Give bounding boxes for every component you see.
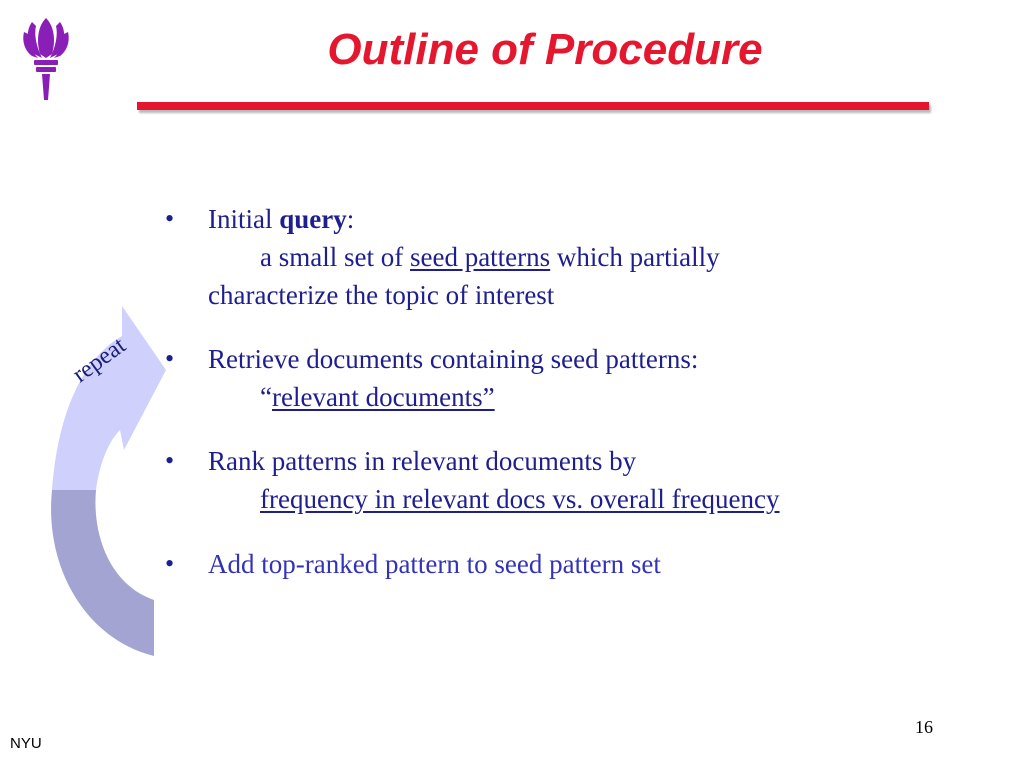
frequency-term: frequency in relevant docs vs. overall f… bbox=[260, 484, 780, 514]
bullet-line: Rank patterns in relevant documents by bbox=[208, 442, 965, 480]
bullet-text: “ bbox=[260, 382, 272, 412]
bullet-text: Rank patterns in relevant documents by bbox=[208, 446, 637, 476]
bullet-line: “relevant documents” bbox=[208, 378, 965, 416]
bullet-dot-icon: • bbox=[165, 549, 175, 578]
bullet-dot-icon: • bbox=[165, 204, 175, 233]
page-number: 16 bbox=[915, 717, 933, 737]
bullet-dot-icon: • bbox=[165, 446, 175, 475]
bullet-text: Initial bbox=[208, 204, 280, 234]
footer-org: NYU bbox=[10, 735, 42, 752]
bullet-line: Initial query: bbox=[208, 200, 965, 238]
bullet-initial-query: • Initial query: a small set of seed pat… bbox=[165, 200, 965, 314]
bullet-text: : bbox=[346, 204, 355, 234]
repeat-arrow-lower-band bbox=[51, 490, 154, 656]
bullet-line: Retrieve documents containing seed patte… bbox=[208, 340, 965, 378]
bullet-line: characterize the topic of interest bbox=[208, 276, 965, 314]
bullet-text: Retrieve documents containing seed patte… bbox=[208, 344, 699, 374]
bullet-add-pattern: • Add top-ranked pattern to seed pattern… bbox=[165, 545, 965, 583]
seed-patterns-term: seed patterns bbox=[409, 242, 551, 272]
page-title: Outline of Procedure bbox=[327, 25, 763, 74]
bullet-text: which partially bbox=[550, 242, 720, 272]
bullet-list: • Initial query: a small set of seed pat… bbox=[165, 200, 965, 583]
repeat-arrow-upper-band bbox=[52, 306, 166, 490]
bullet-text: characterize the topic of interest bbox=[208, 280, 555, 310]
bullet-line: Add top-ranked pattern to seed pattern s… bbox=[208, 545, 965, 583]
bullet-line: a small set of seed patterns which parti… bbox=[208, 238, 965, 276]
relevant-documents-term: relevant documents” bbox=[271, 382, 495, 412]
repeat-arrow-icon bbox=[51, 306, 166, 656]
query-term: query bbox=[279, 204, 347, 234]
bullet-retrieve-documents: • Retrieve documents containing seed pat… bbox=[165, 340, 965, 416]
bullet-line: frequency in relevant docs vs. overall f… bbox=[208, 480, 965, 518]
bullet-text: a small set of bbox=[260, 242, 410, 272]
bullet-rank-patterns: • Rank patterns in relevant documents by… bbox=[165, 442, 965, 518]
title-underline-rule bbox=[137, 102, 929, 110]
bullet-dot-icon: • bbox=[165, 344, 175, 373]
nyu-torch-icon bbox=[23, 18, 69, 100]
bullet-text: Add top-ranked pattern to seed pattern s… bbox=[208, 549, 661, 579]
